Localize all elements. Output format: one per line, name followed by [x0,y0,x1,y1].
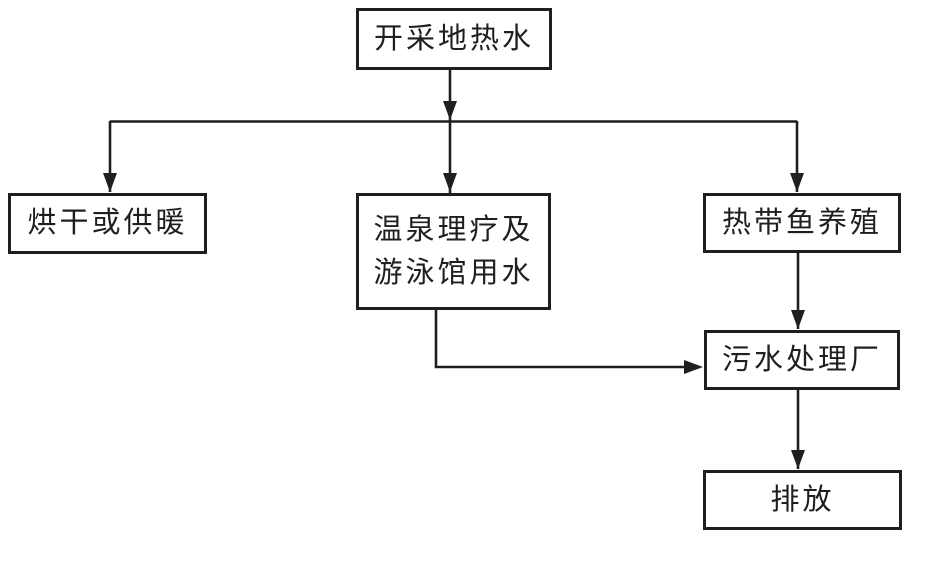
node-fish-label: 热带鱼养殖 [721,206,882,239]
node-treatment: 污水处理厂 [704,330,900,390]
edge-spa-to-treatment [434,310,697,369]
arrowhead-treatment-top-icon [791,310,805,329]
node-spa: 温泉理疗及 游泳馆用水 [356,193,551,310]
node-fish: 热带鱼养殖 [703,193,901,253]
node-treatment-label: 污水处理厂 [721,343,882,376]
node-source-label: 开采地热水 [373,22,534,55]
node-source: 开采地热水 [356,8,552,70]
arrowhead-junction-icon [443,101,457,120]
node-discharge-label: 排放 [770,483,835,516]
arrowhead-drying-icon [103,173,117,192]
arrowhead-discharge-icon [791,450,805,469]
node-discharge: 排放 [703,470,902,530]
arrowhead-fish-icon [790,173,804,192]
node-drying-label: 烘干或供暖 [27,207,188,240]
arrowhead-spa-icon [443,173,457,192]
arrowhead-treatment-left-icon [684,360,703,374]
node-spa-label-line2: 游泳馆用水 [373,256,534,289]
node-drying: 烘干或供暖 [8,193,207,254]
node-spa-label-line1: 温泉理疗及 [373,214,534,247]
